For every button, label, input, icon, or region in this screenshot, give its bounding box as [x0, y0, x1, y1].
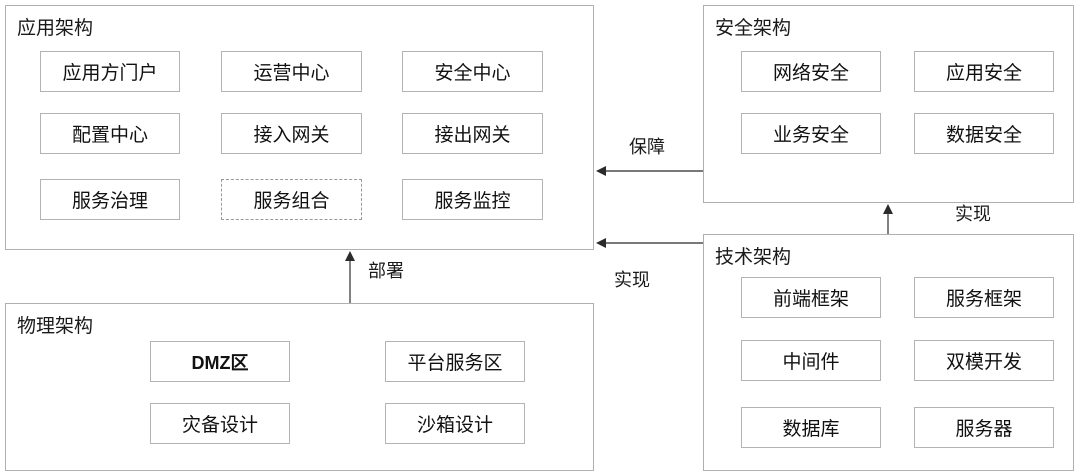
container-title-technical: 技术架构 — [715, 247, 792, 268]
node-technical-5[interactable]: 服务器 — [914, 407, 1054, 448]
node-application-4[interactable]: 接入网关 — [221, 113, 362, 154]
node-technical-2[interactable]: 中间件 — [741, 340, 881, 381]
container-title-security: 安全架构 — [715, 18, 792, 39]
node-security-1[interactable]: 应用安全 — [914, 51, 1054, 92]
node-physical-3[interactable]: 沙箱设计 — [385, 403, 525, 444]
node-technical-4[interactable]: 数据库 — [741, 407, 881, 448]
node-security-0[interactable]: 网络安全 — [741, 51, 881, 92]
node-application-1[interactable]: 运营中心 — [221, 51, 362, 92]
container-physical — [5, 303, 594, 471]
node-physical-0[interactable]: DMZ区 — [150, 341, 290, 382]
node-application-5[interactable]: 接出网关 — [402, 113, 543, 154]
edge-arrowhead-security-to-application — [596, 166, 606, 176]
node-physical-2[interactable]: 灾备设计 — [150, 403, 290, 444]
node-application-0[interactable]: 应用方门户 — [40, 51, 180, 92]
node-application-3[interactable]: 配置中心 — [40, 113, 180, 154]
edge-label-security-to-application: 保障 — [629, 137, 665, 157]
container-title-application: 应用架构 — [17, 18, 94, 39]
container-security — [703, 5, 1074, 203]
node-technical-1[interactable]: 服务框架 — [914, 277, 1054, 318]
edge-label-technical-to-application: 实现 — [614, 270, 650, 290]
container-title-physical: 物理架构 — [17, 316, 94, 337]
edge-label-physical-to-application: 部署 — [368, 261, 404, 281]
node-application-7[interactable]: 服务组合 — [221, 179, 362, 220]
node-physical-1[interactable]: 平台服务区 — [385, 341, 525, 382]
node-application-2[interactable]: 安全中心 — [402, 51, 543, 92]
edge-arrowhead-technical-to-security — [883, 204, 893, 214]
node-application-8[interactable]: 服务监控 — [402, 179, 543, 220]
edge-label-technical-to-security: 实现 — [955, 204, 991, 224]
node-technical-3[interactable]: 双模开发 — [914, 340, 1054, 381]
edge-arrowhead-physical-to-application — [345, 251, 355, 261]
node-security-2[interactable]: 业务安全 — [741, 113, 881, 154]
node-technical-0[interactable]: 前端框架 — [741, 277, 881, 318]
node-security-3[interactable]: 数据安全 — [914, 113, 1054, 154]
edge-arrowhead-technical-to-application — [596, 238, 606, 248]
node-application-6[interactable]: 服务治理 — [40, 179, 180, 220]
